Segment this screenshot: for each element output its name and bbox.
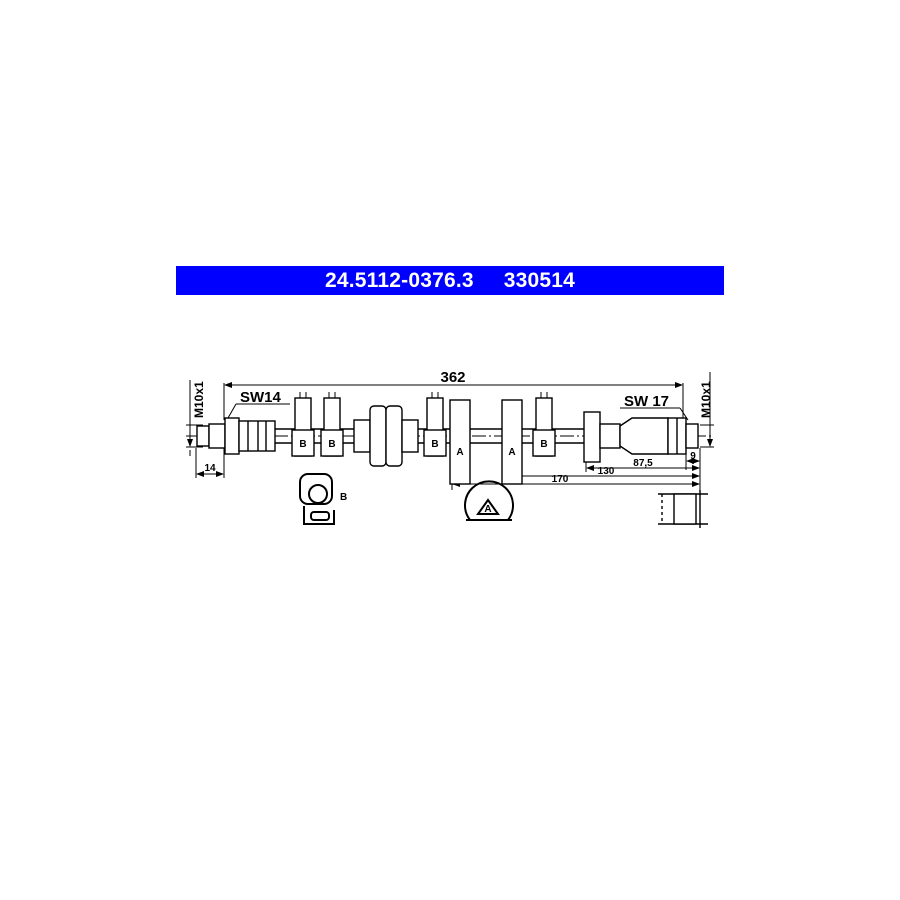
part-number: 24.5112-0376.3 [324,268,474,292]
wrench-size-right: SW 17 [624,393,669,410]
clip-a-detail-icon [464,480,514,521]
dim-87-5-label: 87,5 [633,458,653,469]
right-collar [583,411,601,463]
reference-number: 330514 [503,268,576,292]
clip-b [532,397,556,457]
wrench-size-left: SW14 [240,389,282,406]
right-end-length-label: 9 [690,451,696,462]
clip-b [423,397,447,457]
clip-label-b: B [540,439,547,450]
clip-label-b: B [328,439,335,450]
clip-label-a: A [456,447,463,458]
left-crimp-sleeve [238,420,276,452]
total-length-label: 362 [440,369,465,386]
clip-b [291,397,315,457]
right-thread-end [685,423,699,449]
header-bar: 24.5112-0376.3 330514 [176,266,724,295]
rubber-grommet [353,405,419,467]
detail-label-a: A [484,504,491,515]
clip-b-detail-icon [299,473,335,525]
left-end-length-label: 14 [204,463,216,474]
clip-label-b: B [431,439,438,450]
dim-130-label: 130 [598,466,615,477]
thread-right-label: M10x1 [699,381,713,418]
dim-170-label: 170 [552,474,569,485]
right-crimp-sleeve [619,417,669,455]
port-section-detail [658,490,708,528]
left-hex-fitting [224,417,240,455]
thread-left-label: M10x1 [192,381,206,418]
clip-label-a: A [508,447,515,458]
clip-a [501,399,523,485]
detail-label-b: B [340,492,347,503]
clip-label-b: B [299,439,306,450]
hose-assembly [196,397,699,485]
left-thread-end [196,425,210,447]
clip-a [449,399,471,485]
clip-b [320,397,344,457]
